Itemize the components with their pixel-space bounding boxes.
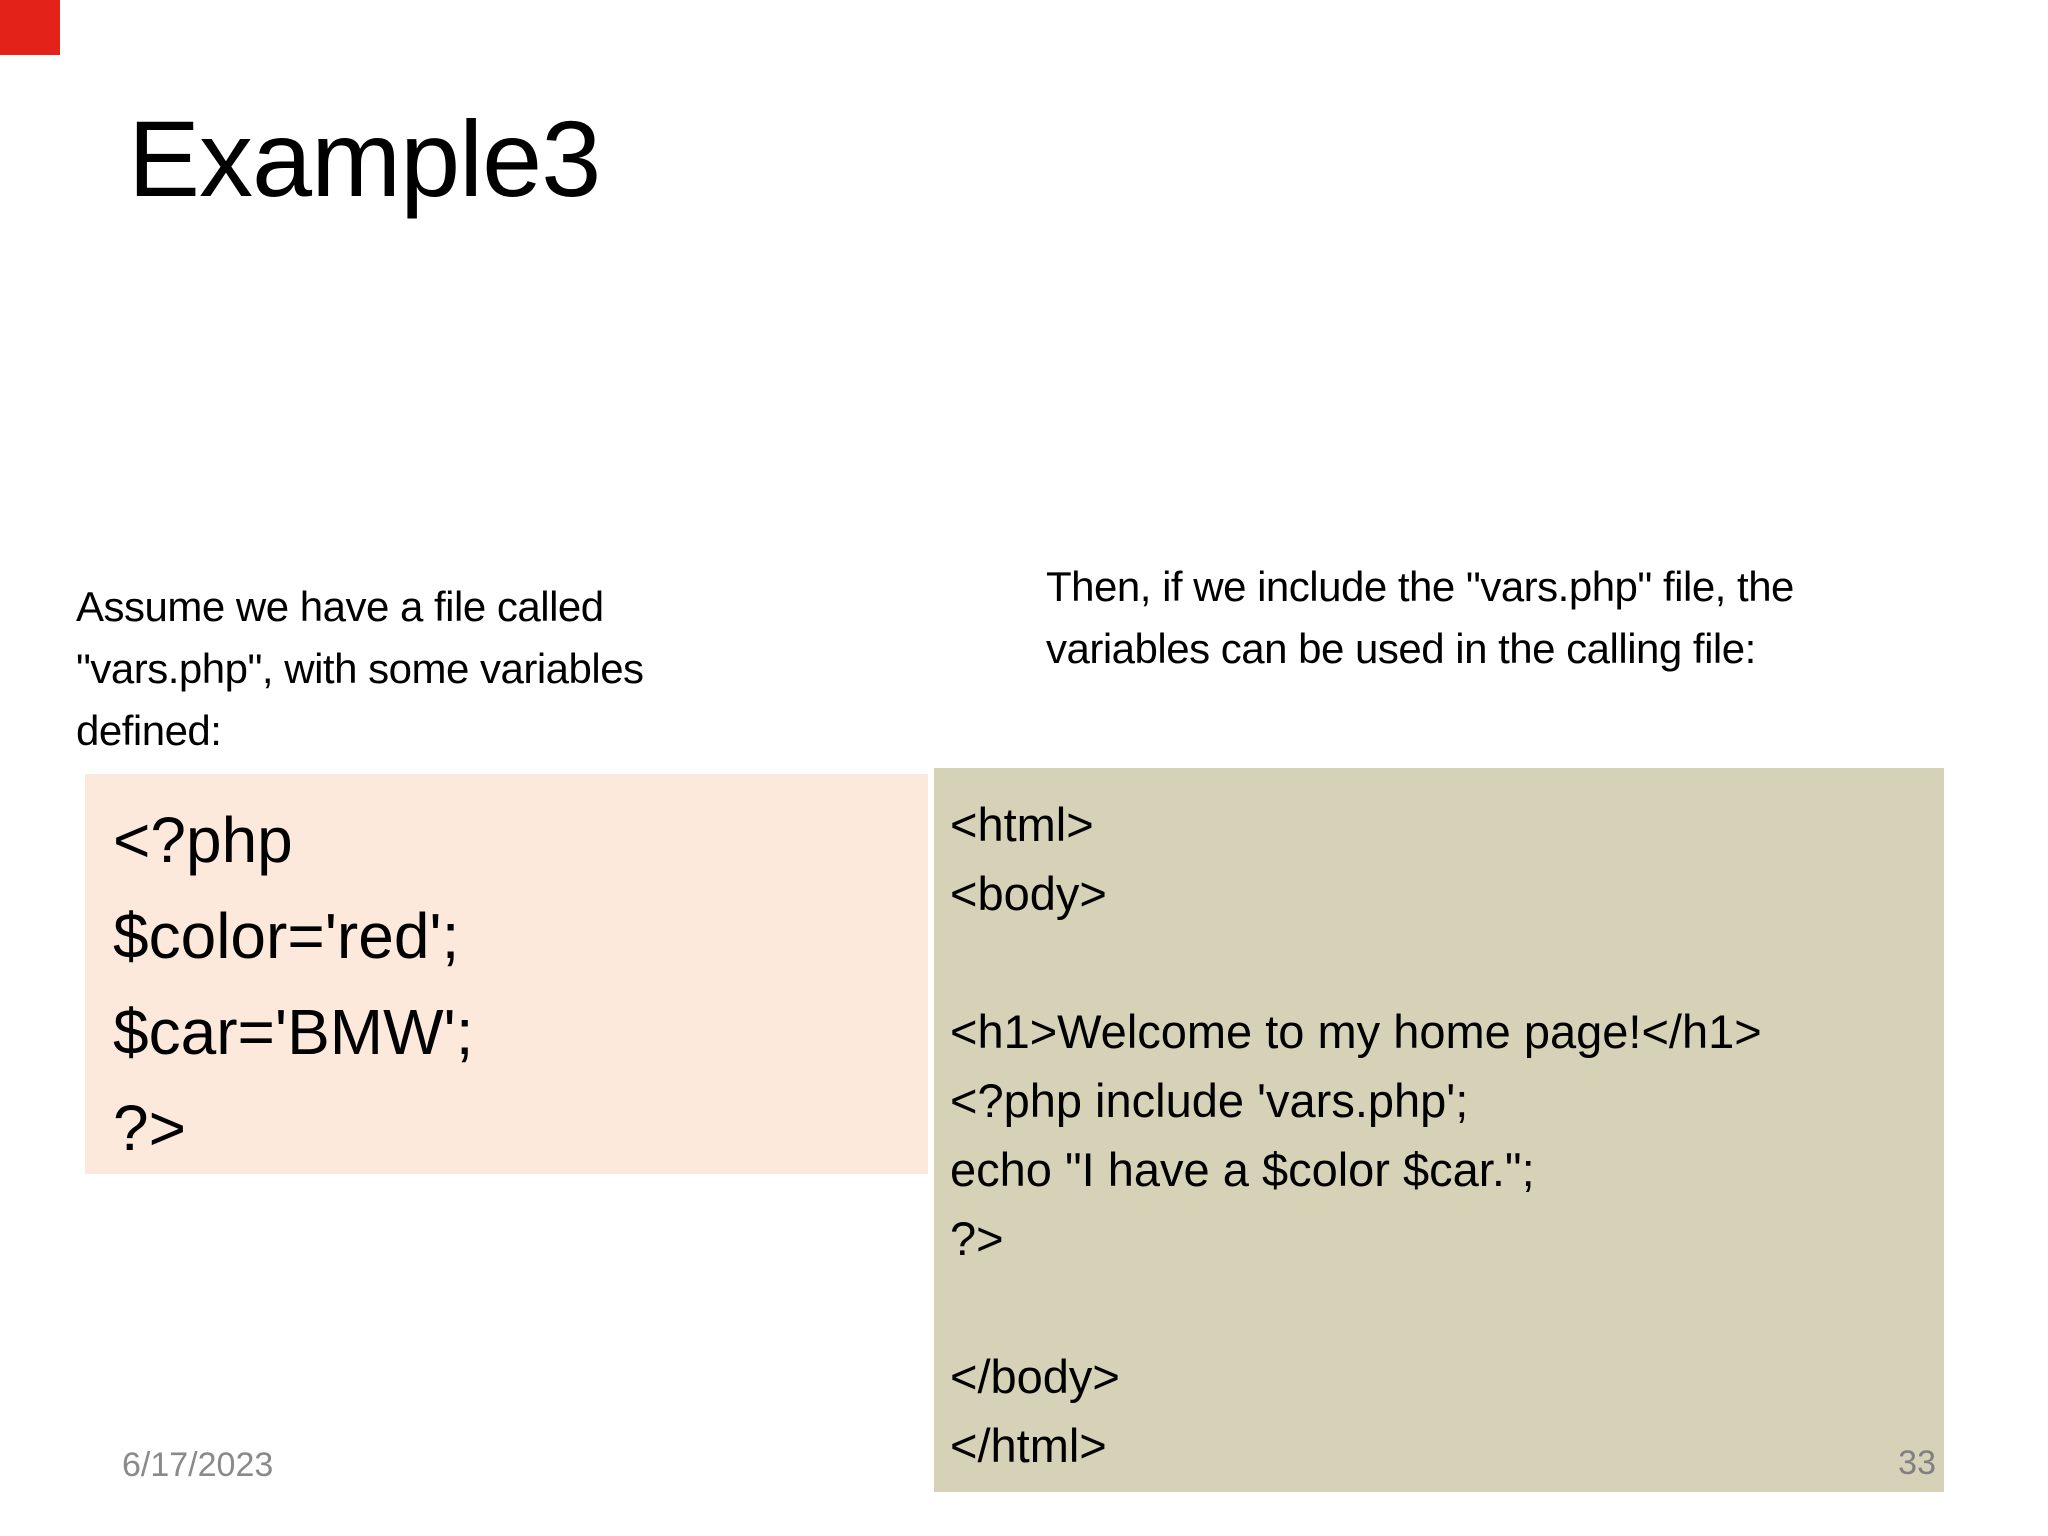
code-line: <html> [950,798,1094,851]
red-corner-marker [0,0,60,55]
code-line: <h1>Welcome to my home page!</h1> [950,1005,1762,1058]
code-line [950,928,1944,997]
right-intro-line: variables can be used in the calling fil… [1046,625,1756,672]
code-line: <?php include 'vars.php'; [950,1074,1469,1127]
code-line: </html> [950,1419,1107,1472]
code-line: $car='BMW'; [113,996,474,1068]
code-line: $color='red'; [113,900,460,972]
code-line [950,1273,1944,1342]
code-line: echo "I have a $color $car."; [950,1143,1535,1196]
left-intro-line: "vars.php", with some variables [76,645,644,692]
code-line: ?> [113,1092,186,1164]
code-line: <?php [113,804,293,876]
page-number: 33 [1898,1444,1936,1482]
code-line: </body> [950,1350,1120,1403]
code-line: <body> [950,867,1107,920]
slide-title: Example3 [128,98,601,219]
right-intro-paragraph: Then, if we include the "vars.php" file,… [1046,556,1794,680]
left-intro-line: defined: [76,707,222,754]
right-intro-line: Then, if we include the "vars.php" file,… [1046,563,1794,610]
code-line: ?> [950,1212,1004,1265]
left-intro-line: Assume we have a file called [76,583,604,630]
left-intro-paragraph: Assume we have a file called "vars.php",… [76,576,644,762]
code-block-vars-php: <?php $color='red'; $car='BMW'; ?> [85,774,928,1174]
code-block-calling-file: <html> <body> <h1>Welcome to my home pag… [934,768,1944,1492]
footer-date: 6/17/2023 [122,1446,274,1484]
